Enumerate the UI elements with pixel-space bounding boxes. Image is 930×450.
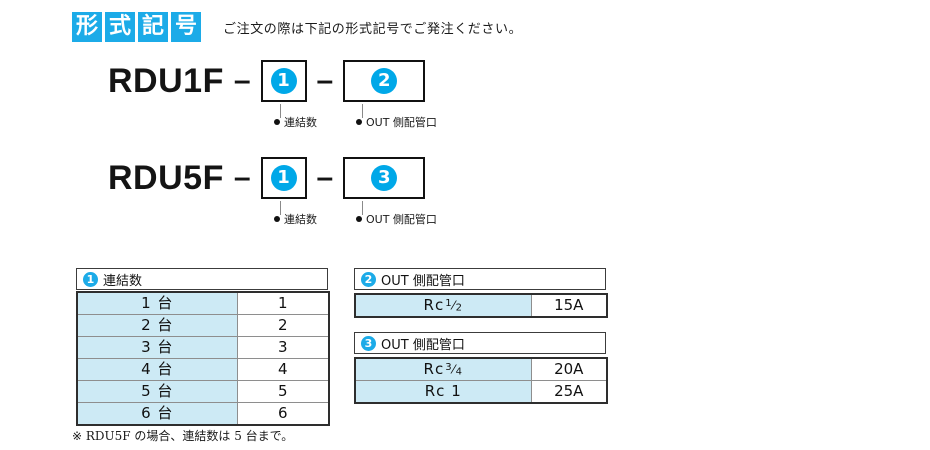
circled-number-1: 1 — [270, 68, 297, 94]
fraction-denominator: 4 — [455, 366, 463, 378]
cell-label-plain: 1 — [451, 382, 462, 400]
model-prefix: RDU1F — [108, 62, 224, 100]
fraction-denominator: 2 — [455, 302, 463, 314]
table-title-out-port-3: 3 OUT 側配管口 — [354, 332, 606, 354]
page-header: 形 式 記 号 ご注文の際は下記の形式記号でご発注ください。 — [72, 12, 522, 42]
cell-label-main: Rc — [423, 295, 445, 314]
cell-label: Rc 1 — [354, 380, 532, 404]
circled-number-3: 3 — [371, 165, 398, 191]
cell-value: 2 — [236, 314, 330, 337]
model-code-line: RDU1F – 1 – 2 — [108, 58, 426, 104]
leader-line-1 — [280, 104, 281, 118]
table-title-renketsu: 1 連結数 — [76, 268, 328, 290]
bullet-icon — [356, 216, 362, 222]
cell-value: 25A — [530, 380, 608, 404]
fraction-numerator: 1 — [445, 298, 453, 309]
cell-label: Rc1⁄2 — [354, 293, 532, 318]
cell-value: 1 — [236, 291, 330, 315]
leader-line-2 — [362, 201, 363, 215]
model-box-3: 3 — [343, 157, 426, 199]
cell-label: 1 台 — [76, 291, 238, 315]
table-out-port-2: Rc1⁄2 15A — [354, 293, 608, 318]
model-caption-2-text: OUT 側配管口 — [366, 213, 437, 226]
cell-value: 15A — [530, 293, 608, 318]
model-caption-2-text: OUT 側配管口 — [366, 116, 437, 129]
model-box-2: 2 — [343, 60, 426, 102]
cell-value: 3 — [236, 336, 330, 359]
title-badge-char-3: 記 — [138, 12, 168, 42]
cell-value: 20A — [530, 357, 608, 381]
model-code-line: RDU5F – 1 – 3 — [108, 155, 426, 201]
table-title-renketsu-text: 連結数 — [103, 273, 143, 289]
leader-line-2 — [362, 104, 363, 118]
cell-label: 2 台 — [76, 314, 238, 337]
table-row: Rc 1 25A — [354, 380, 608, 404]
table-row: 2 台 2 — [76, 314, 330, 337]
fraction: 3⁄4 — [445, 362, 463, 378]
fraction-numerator: 3 — [445, 362, 453, 373]
table-renketsu: 1 台 1 2 台 2 3 台 3 4 台 4 5 台 5 6 台 6 — [76, 291, 330, 426]
model-caption-1: 連結数 — [274, 211, 317, 227]
model-code-row-rdu5f: RDU5F – 1 – 3 連結数 OUT 側配管口 — [108, 155, 437, 226]
cell-label: 6 台 — [76, 402, 238, 426]
bullet-icon — [274, 119, 280, 125]
table-row: 6 台 6 — [76, 402, 330, 426]
table-row: Rc3⁄4 20A — [354, 357, 608, 381]
table-row: 1 台 1 — [76, 291, 330, 315]
table-row: 5 台 5 — [76, 380, 330, 403]
cell-value: 6 — [236, 402, 330, 426]
cell-label: Rc3⁄4 — [354, 357, 532, 381]
marker-icon-2: 2 — [361, 271, 376, 287]
table-row: Rc1⁄2 15A — [354, 293, 608, 318]
cell-label: 3 台 — [76, 336, 238, 359]
model-prefix: RDU5F — [108, 159, 224, 197]
title-badge-char-2: 式 — [105, 12, 135, 42]
fraction: 1⁄2 — [445, 298, 463, 314]
model-box-1: 1 — [260, 60, 307, 102]
title-badge-group: 形 式 記 号 — [72, 12, 201, 42]
leader-line-1 — [280, 201, 281, 215]
table-out-port-3: Rc3⁄4 20A Rc 1 25A — [354, 357, 608, 404]
model-dash-2: – — [316, 161, 334, 194]
circled-number-1: 1 — [270, 165, 297, 191]
model-caption-1-text: 連結数 — [284, 116, 317, 129]
cell-label: 5 台 — [76, 380, 238, 403]
header-note-text: ご注文の際は下記の形式記号でご発注ください。 — [223, 21, 523, 37]
cell-label: 4 台 — [76, 358, 238, 381]
cell-label-main: Rc — [423, 359, 445, 378]
model-caption-2: OUT 側配管口 — [356, 114, 437, 130]
model-code-row-rdu1f: RDU1F – 1 – 2 連結数 OUT 側配管口 — [108, 58, 437, 129]
bullet-icon — [356, 119, 362, 125]
title-badge-char-1: 形 — [72, 12, 102, 42]
model-dash-1: – — [233, 161, 251, 194]
cell-value: 4 — [236, 358, 330, 381]
bullet-icon — [274, 216, 280, 222]
marker-icon-1: 1 — [83, 271, 98, 287]
cell-label-main: Rc — [424, 382, 446, 400]
title-badge-char-4: 号 — [171, 12, 201, 42]
table-row: 4 台 4 — [76, 358, 330, 381]
cell-value: 5 — [236, 380, 330, 403]
model-dash-2: – — [316, 64, 334, 97]
model-dash-1: – — [233, 64, 251, 97]
model-caption-1-text: 連結数 — [284, 213, 317, 226]
table-title-out-port-2: 2 OUT 側配管口 — [354, 268, 606, 290]
model-caption-1: 連結数 — [274, 114, 317, 130]
marker-icon-3: 3 — [361, 335, 376, 351]
model-box-1: 1 — [260, 157, 307, 199]
circled-number-2: 2 — [371, 68, 398, 94]
table-title-out-port-3-text: OUT 側配管口 — [381, 337, 465, 353]
model-caption-2: OUT 側配管口 — [356, 211, 437, 227]
footnote-text: ※ RDU5F の場合、連結数は 5 台まで。 — [72, 429, 294, 443]
table-row: 3 台 3 — [76, 336, 330, 359]
table-title-out-port-2-text: OUT 側配管口 — [381, 273, 465, 289]
